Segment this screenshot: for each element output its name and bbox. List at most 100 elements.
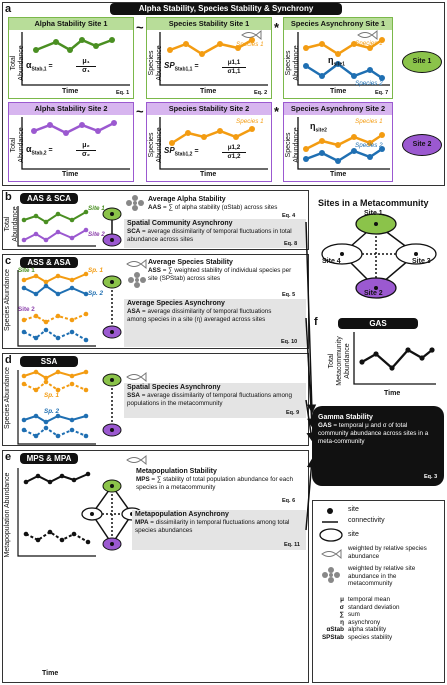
panel-d-sp1-label: Sp. 1 — [44, 392, 60, 399]
species1-label-a1: Species 1 — [236, 41, 264, 48]
site1-ellipse-a-label: Site 1 — [412, 58, 432, 65]
sca-abbr: SCA — [127, 228, 141, 236]
species2-plot — [159, 117, 268, 170]
species1-den: σ1,1 — [227, 67, 241, 75]
eq5-label: Eq. 5 — [282, 292, 296, 298]
panel-b-site1-label: Site 1 — [88, 205, 105, 212]
async2-plot — [297, 117, 390, 170]
panel-b-title: AAS & SCA — [20, 193, 78, 204]
asa-title: Average Species Asynchrony — [127, 300, 225, 307]
eta-site1-sub: site1 — [333, 61, 345, 68]
panel-b — [2, 190, 309, 250]
eq10-label: Eq. 10 — [281, 339, 298, 345]
legend-sym-sigma: σ — [339, 603, 344, 611]
ass-title: Average Species Stability — [148, 259, 233, 266]
alpha-stability-site1-header: Alpha Stability Site 1 — [9, 18, 133, 30]
site-ellipse-icon — [319, 528, 343, 542]
mps-block: Metapopulation Stability MPS = ∑ stabili… — [136, 468, 296, 492]
species1-formula: SPStab1,1 = — [164, 61, 199, 73]
eq4-label: Eq. 4 — [282, 213, 296, 219]
legend-symbol-row: σ standard deviation — [318, 604, 442, 612]
sca-box: Spatial Community Asynchrony SCA = avera… — [124, 219, 306, 248]
tilde-operator-1: ~ — [136, 20, 144, 35]
fish-icon — [126, 454, 147, 466]
asa-box: Average Species Asynchrony ASA = average… — [124, 299, 306, 347]
alpha-stability-site2-header: Alpha Stability Site 2 — [9, 103, 133, 115]
fish-icon — [357, 29, 378, 41]
fish-icon — [321, 548, 342, 560]
ssa-abbr: SSA — [127, 392, 140, 400]
legend-symbol-row: αStab alpha stability — [318, 626, 442, 634]
aas-block: Average Alpha Stability AAS = ∑ of alpha… — [148, 196, 293, 212]
async2-xlabel: Time — [330, 171, 347, 178]
mpa-box: Metapopulation Asynchrony MPA = dissimil… — [132, 510, 306, 550]
meta-site1-label: Site 1 — [364, 210, 383, 217]
mpa-abbr: MPA — [135, 519, 149, 527]
panel-c-plot — [17, 270, 122, 347]
legend-site: site — [348, 506, 359, 513]
alpha2-den: σ₂ — [82, 151, 90, 159]
alpha2-plot — [21, 117, 130, 170]
species1-xlabel: Time — [200, 88, 217, 95]
legend-connectivity: connectivity — [348, 517, 385, 524]
mpa-block: Metapopulation Asynchrony MPA = dissimil… — [135, 511, 300, 535]
aas-text: = ∑ of alpha stability (αStab) across si… — [161, 204, 278, 212]
species2-formula-sub: Stab1,2 — [174, 151, 193, 158]
panel-a — [2, 2, 445, 186]
fish-icon — [126, 258, 147, 270]
alpha1-fraction: μ₁ σ₁ — [76, 58, 96, 76]
weighted-circles-icon — [126, 195, 144, 211]
panel-f-xlabel: Time — [384, 390, 401, 397]
legend-sym-sigma-text: standard deviation — [348, 603, 400, 611]
gas-abbr: GAS — [318, 422, 332, 430]
species2-num: μ1,2 — [222, 144, 246, 153]
alpha2-num: μ₂ — [76, 142, 96, 152]
weighted-circles-icon — [128, 272, 146, 288]
mpa-text: = dissimilarity in temporal fluctuations… — [135, 519, 290, 534]
eq8-label: Eq. 8 — [284, 241, 298, 247]
legend-sym-alpha-text: alpha stability — [348, 626, 387, 634]
eta-site1-symbol: η — [328, 55, 334, 65]
star-operator-1: * — [274, 20, 280, 35]
alpha2-formula: αStab,2 = — [26, 144, 53, 157]
fish-icon — [241, 29, 262, 41]
site1-ellipse-a: Site 1 — [402, 51, 442, 73]
legend-circles: weighted by relative site abundance in t… — [348, 565, 416, 588]
species2-den: σ1,2 — [227, 152, 241, 160]
alpha1-formula: αStab,1 = — [26, 60, 53, 73]
ass-abbr: ASS — [148, 267, 161, 275]
legend-sym-sum: ∑ — [339, 611, 345, 619]
species1-num: μ1,1 — [222, 59, 246, 68]
panel-e-title: MPS & MPA — [20, 453, 78, 464]
legend-sym-alpha: αStab — [326, 626, 344, 634]
eq3-label: Eq. 3 — [424, 474, 438, 480]
sca-title: Spatial Community Asynchrony — [127, 220, 233, 227]
mpa-title: Metapopulation Asynchrony — [135, 511, 229, 518]
alpha2-xlabel: Time — [62, 171, 79, 178]
legend-sym-sp-text: species stability — [348, 633, 393, 641]
legend-box — [312, 500, 445, 683]
panel-c-letter: c — [5, 255, 12, 267]
gas-block: Gamma Stability GAS = temporal μ and σ o… — [318, 414, 438, 445]
async1-xlabel: Time — [330, 88, 347, 95]
mps-title: Metapopulation Stability — [136, 468, 217, 475]
species1-formula-sub: Stab1,1 — [174, 66, 193, 73]
alpha1-formula-lhs: α — [26, 60, 32, 70]
species1-formula-lhs: SP — [164, 61, 175, 70]
species1-label-async2: Species 1 — [355, 118, 383, 125]
aas-abbr: AAS — [148, 204, 162, 212]
alpha-stability-site2-box: Alpha Stability Site 2 — [8, 102, 134, 182]
gas-title: Gamma Stability — [318, 414, 373, 421]
ssa-block: Spatial Species Asynchrony SSA = average… — [127, 384, 302, 408]
ass-block: Average Species Stability ASS = ∑ weight… — [148, 259, 296, 283]
panel-e-xlabel: Time — [42, 670, 59, 677]
species-asynchrony-site1-box: Species Asynchrony Site 1 — [283, 17, 393, 99]
eta-site2-sub: site2 — [315, 127, 327, 134]
legend-site-ellipse: site — [348, 531, 359, 538]
panel-c-sp1-label: Sp. 1 — [88, 267, 104, 274]
